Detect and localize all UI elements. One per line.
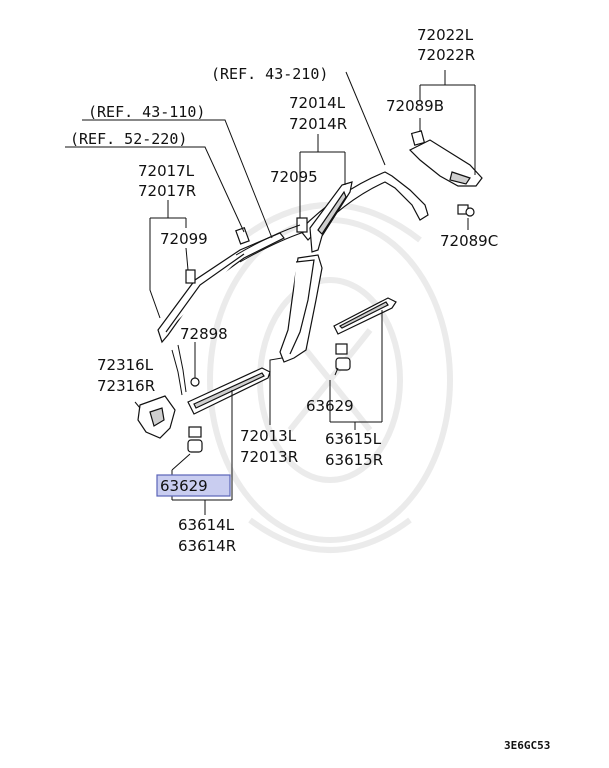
rear-pillar-trim-part[interactable] bbox=[408, 139, 483, 187]
label-72014r: 72014R bbox=[289, 115, 347, 133]
center-pillar-lower-trim-part[interactable] bbox=[279, 254, 323, 363]
clip-72089b-part[interactable] bbox=[410, 130, 426, 146]
label-63614l: 63614L bbox=[178, 516, 235, 534]
label-72898: 72898 bbox=[180, 325, 228, 343]
label-63629-highlight[interactable]: 63629 bbox=[160, 477, 208, 495]
front-pillar-trim-part[interactable] bbox=[157, 232, 285, 344]
leader-lines bbox=[65, 70, 476, 515]
label-72017l: 72017L bbox=[138, 162, 195, 180]
label-72316r: 72316R bbox=[97, 377, 155, 395]
clip-63629-right-part[interactable] bbox=[335, 343, 351, 371]
label-72022r: 72022R bbox=[417, 46, 475, 64]
label-72017r: 72017R bbox=[138, 182, 196, 200]
highlight-box-63629 bbox=[156, 474, 231, 497]
ref-43-110[interactable]: (REF. 43-110) bbox=[88, 103, 205, 121]
ref-43-210[interactable]: (REF. 43-210) bbox=[211, 65, 328, 83]
center-pillar-upper-part[interactable] bbox=[309, 181, 353, 253]
clip-72898-part[interactable] bbox=[190, 377, 200, 387]
label-72099: 72099 bbox=[160, 230, 208, 248]
clip-72089c-part[interactable] bbox=[457, 204, 475, 217]
label-63615l: 63615L bbox=[325, 430, 382, 448]
label-63615r: 63615R bbox=[325, 451, 383, 469]
label-72014l: 72014L bbox=[289, 94, 346, 112]
ref-52-220[interactable]: (REF. 52-220) bbox=[70, 130, 187, 148]
label-72013r: 72013R bbox=[240, 448, 298, 466]
label-72095: 72095 bbox=[270, 168, 318, 186]
clip-72095-part[interactable] bbox=[296, 217, 308, 233]
clip-63629-left-part[interactable] bbox=[187, 426, 203, 453]
label-72022l: 72022L bbox=[417, 26, 474, 44]
weatherstrip-part[interactable] bbox=[171, 224, 305, 396]
rear-scuff-plate-part[interactable] bbox=[333, 297, 397, 335]
label-72089b: 72089B bbox=[386, 97, 444, 115]
label-72316l: 72316L bbox=[97, 356, 154, 374]
clip-72099-part[interactable] bbox=[185, 226, 250, 284]
label-72013l: 72013L bbox=[240, 427, 297, 445]
cowl-side-trim-part[interactable] bbox=[137, 395, 176, 439]
label-63614r: 63614R bbox=[178, 537, 236, 555]
label-63629-right: 63629 bbox=[306, 397, 354, 415]
front-scuff-plate-part[interactable] bbox=[187, 367, 271, 415]
diagram-code: 3E6GC53 bbox=[504, 739, 550, 752]
label-72089c: 72089C bbox=[440, 232, 498, 250]
